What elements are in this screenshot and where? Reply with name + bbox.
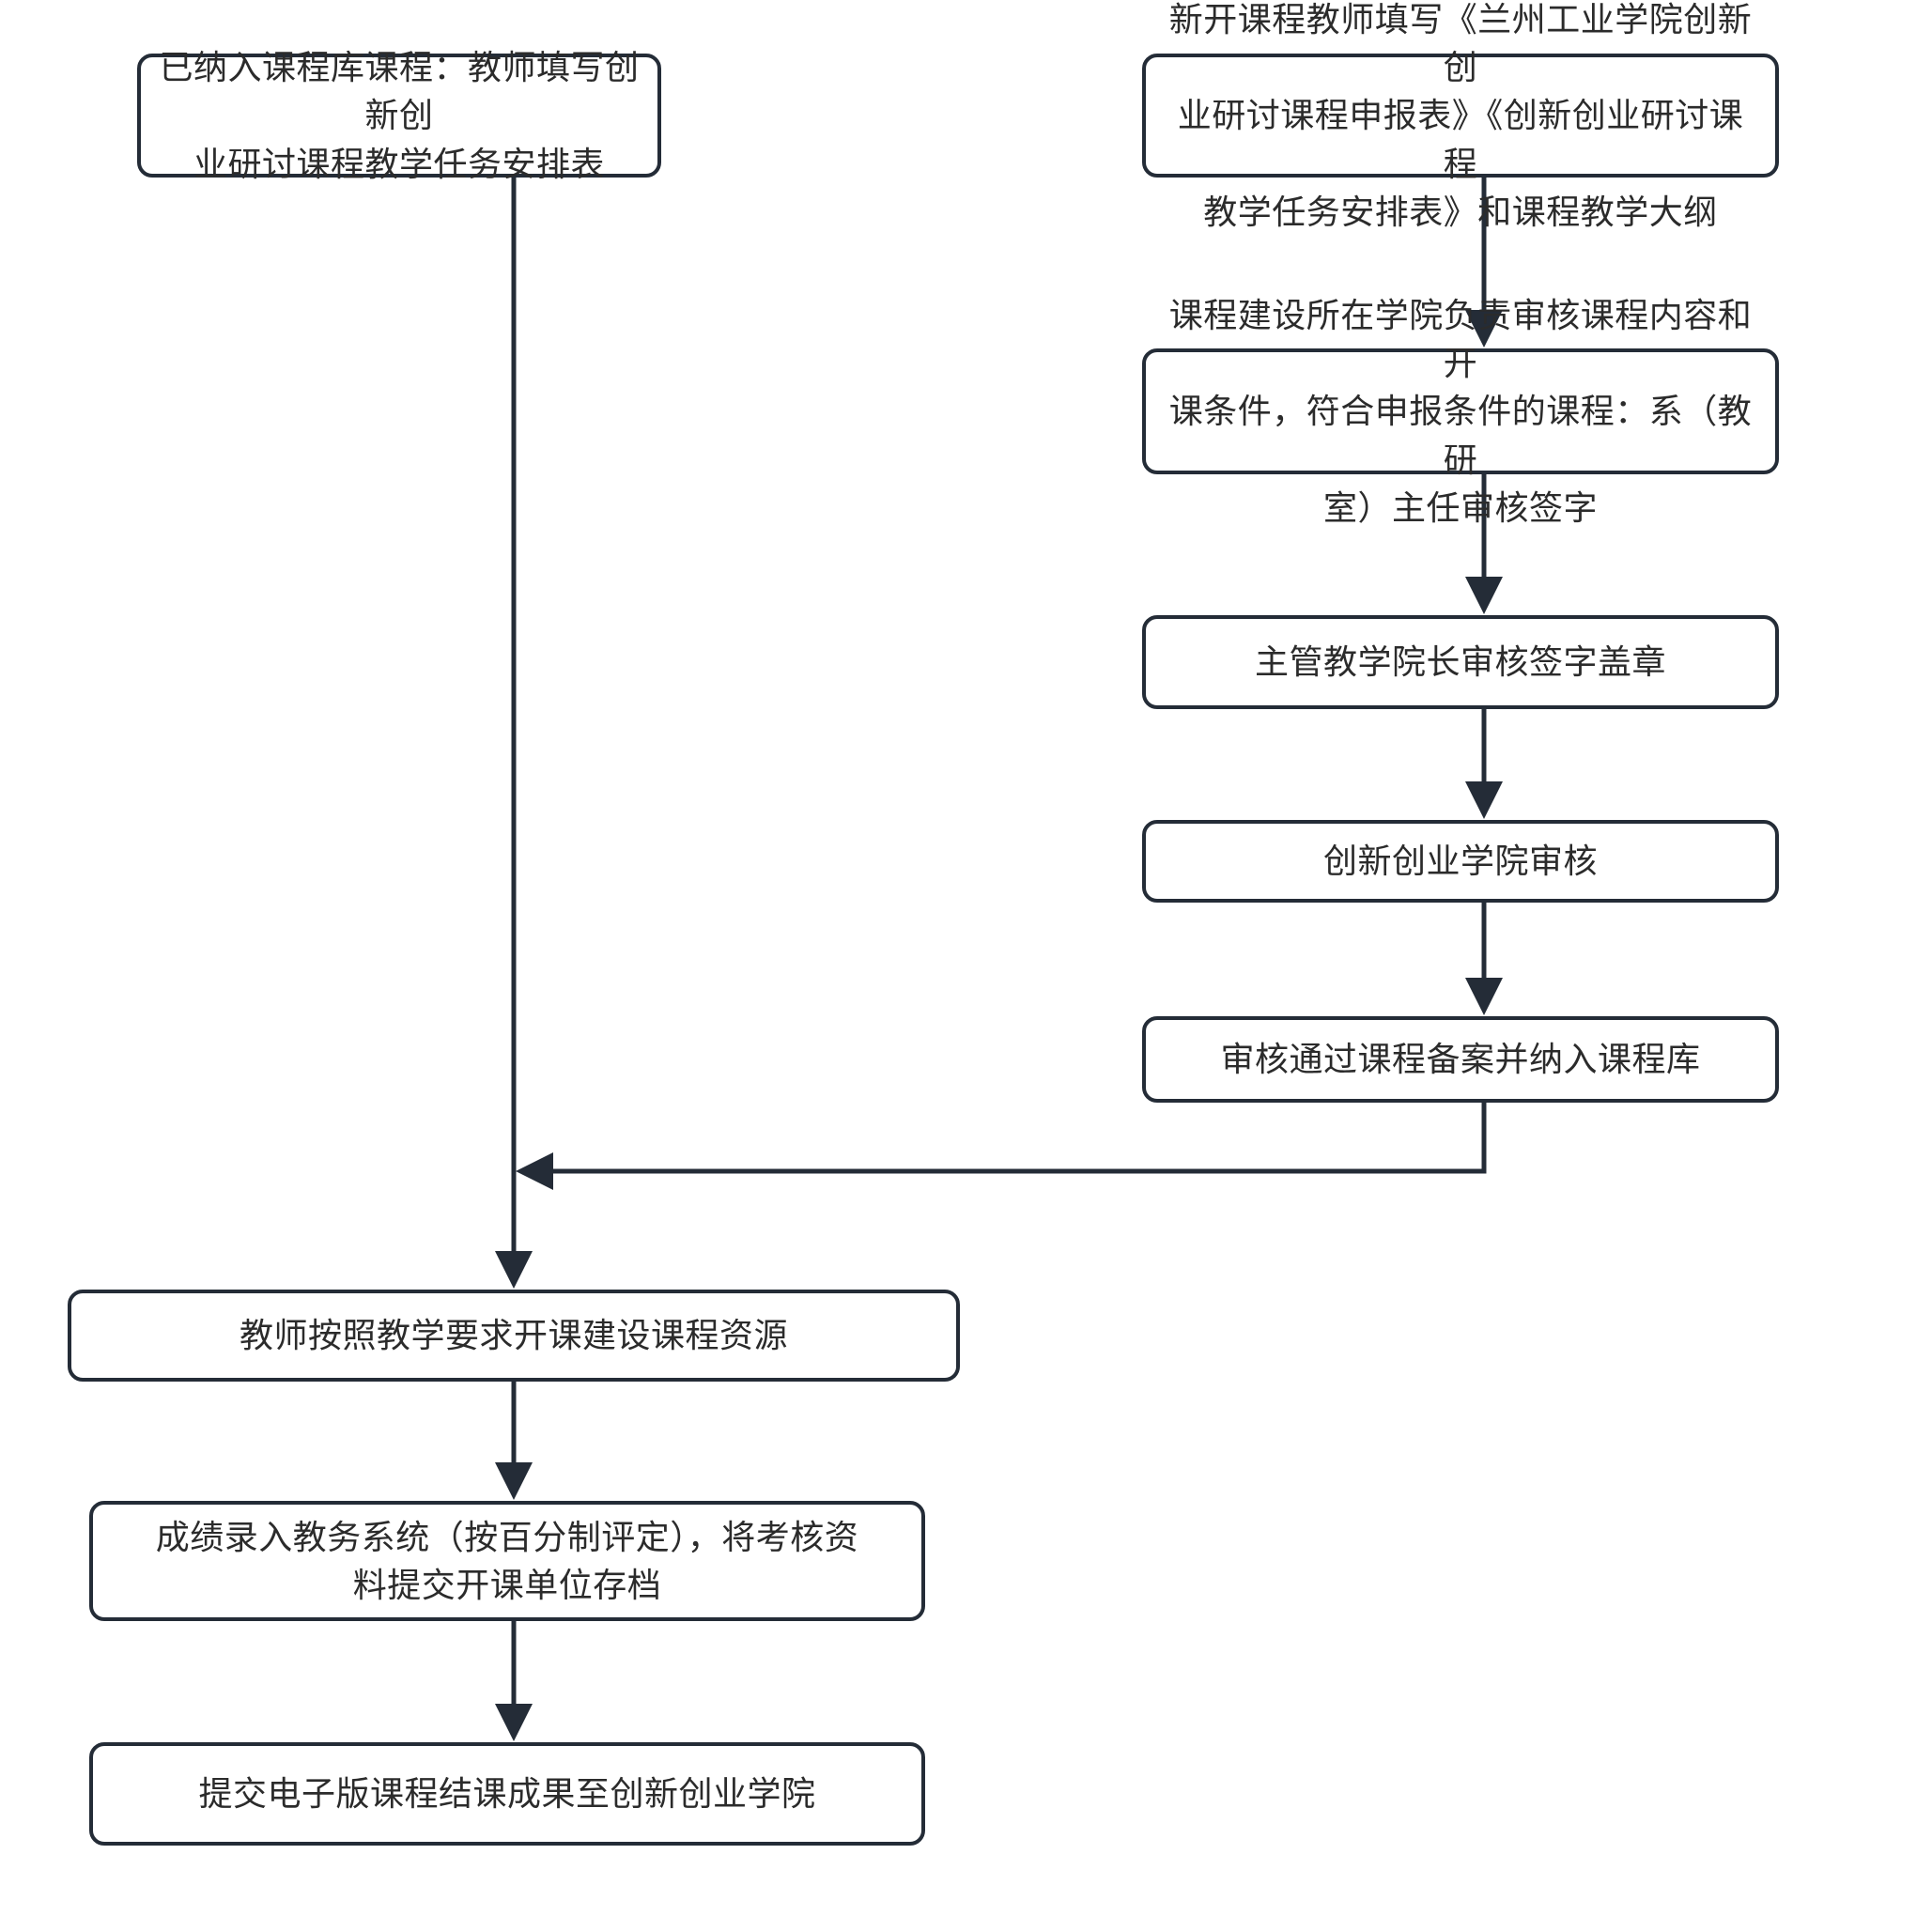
node-existing-course[interactable]: 已纳入课程库课程：教师填写创新创 业研讨课程教学任务安排表 [137,48,661,183]
edge-record-to-build-resources [516,1103,1487,1190]
node-record-into-library[interactable]: 审核通过课程备案并纳入课程库 [1142,1016,1779,1103]
node-new-course-apply[interactable]: 新开课程教师填写《兰州工业学院创新创 业研讨课程申报表》《创新创业研讨课程 教学… [1142,0,1779,231]
node-build-resources[interactable]: 教师按照教学要求开课建设课程资源 [68,1290,960,1382]
node-dean-sign[interactable]: 主管教学院长审核签字盖章 [1142,615,1779,709]
node-enter-scores[interactable]: 成绩录入教务系统（按百分制评定），将考核资 料提交开课单位存档 [89,1501,925,1621]
node-innovation-college-review[interactable]: 创新创业学院审核 [1142,820,1779,903]
node-college-review[interactable]: 课程建设所在学院负责审核课程内容和开 课条件，符合申报条件的课程：系（教研 室）… [1142,296,1779,527]
node-submit-results[interactable]: 提交电子版课程结课成果至创新创业学院 [89,1742,925,1846]
